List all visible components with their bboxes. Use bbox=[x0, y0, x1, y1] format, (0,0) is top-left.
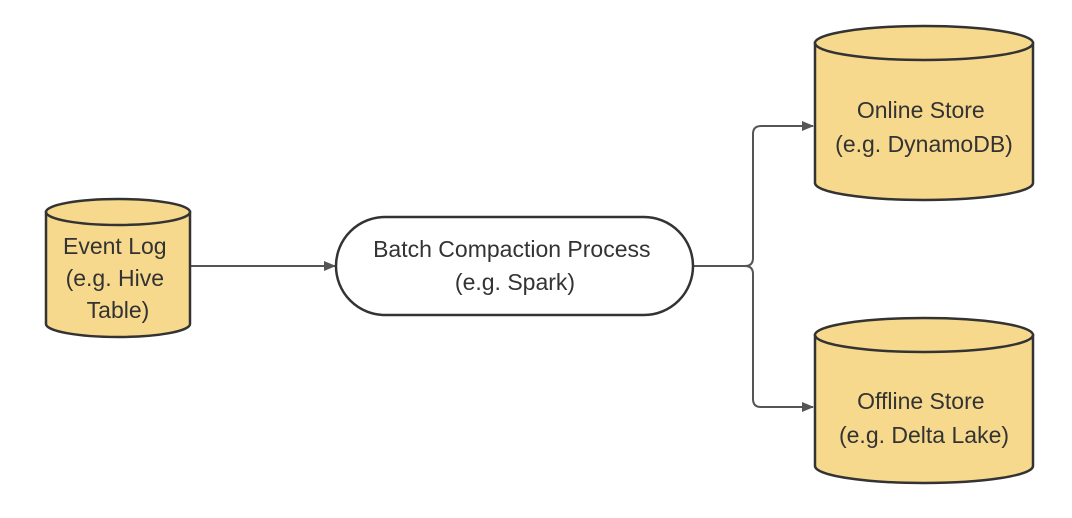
batch-process-node[interactable]: Batch Compaction Process (e.g. Spark) bbox=[334, 215, 695, 317]
online-store-cylinder-body bbox=[813, 41, 1035, 202]
svg-text:Event Log (e.g. Hive: Event Log (e.g. Hive Table) bbox=[63, 233, 173, 323]
online-store-cylinder-top bbox=[813, 24, 1035, 62]
edge-batch-process-to-online-store bbox=[693, 121, 814, 267]
offline-store-label-line-1: Offline Store bbox=[857, 388, 984, 414]
svg-text:Online Store (e.g. Dynam: Online Store (e.g. DynamoDB) bbox=[835, 97, 1013, 157]
svg-text:Batch Compaction Process: Batch Compaction Process (e.g. Spark) bbox=[373, 236, 657, 295]
event-log-label-line-2: (e.g. Hive bbox=[66, 265, 164, 291]
edge-batch-process-to-offline-store bbox=[693, 265, 814, 412]
offline-store-label-line-2: (e.g. Delta Lake) bbox=[839, 422, 1009, 448]
svg-text:Offline Store (e.g. Delt: Offline Store (e.g. Delta Lake) bbox=[839, 388, 1009, 448]
event-log-label-line-1: Event Log bbox=[63, 233, 167, 259]
event-log-cylinder-body bbox=[44, 210, 192, 339]
batch-process-label-line-1: Batch Compaction Process bbox=[373, 236, 650, 262]
online-store-label-line-2: (e.g. DynamoDB) bbox=[835, 131, 1013, 157]
online-store-node[interactable]: Online Store (e.g. DynamoDB) bbox=[813, 24, 1035, 202]
event-log-node[interactable]: Event Log (e.g. Hive Table) bbox=[44, 197, 192, 339]
event-log-label-line-3: Table) bbox=[87, 297, 150, 323]
offline-store-cylinder-top bbox=[813, 316, 1035, 354]
offline-store-node[interactable]: Offline Store (e.g. Delta Lake) bbox=[813, 316, 1035, 485]
online-store-label-line-1: Online Store bbox=[857, 97, 985, 123]
offline-store-cylinder-body bbox=[813, 333, 1035, 485]
batch-process-label-line-2: (e.g. Spark) bbox=[455, 269, 575, 295]
batch-process-shape bbox=[334, 215, 695, 317]
event-log-cylinder-top bbox=[44, 197, 192, 227]
edges bbox=[190, 121, 814, 412]
